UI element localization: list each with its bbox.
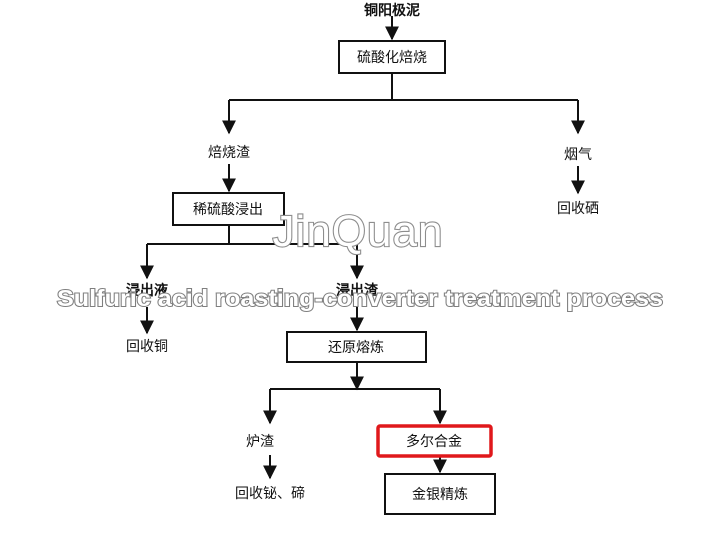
node-leach-residue: 浸出渣	[336, 282, 379, 299]
connectors	[140, 16, 585, 480]
node-dore-alloy: 多尔合金	[406, 433, 462, 450]
node-au-ag-refining: 金银精炼	[412, 487, 468, 503]
box-au-ag-refining	[384, 473, 496, 515]
node-recover-bi-te: 回收铋、碲	[235, 485, 305, 502]
box-dilute-acid-leach	[172, 192, 285, 226]
node-dilute-acid-leach: 稀硫酸浸出	[193, 202, 263, 218]
node-furnace-slag: 炉渣	[246, 434, 274, 450]
node-anode-slime: 铜阳极泥	[364, 2, 420, 19]
node-flue-gas: 烟气	[564, 147, 592, 163]
node-recover-selenium: 回收硒	[557, 201, 599, 217]
watermark-brand: JinQuan	[273, 207, 444, 256]
node-reduction-smelting: 还原熔炼	[328, 340, 384, 356]
box-sulfation-roasting	[338, 40, 446, 74]
node-recover-copper: 回收铜	[126, 339, 168, 355]
watermark-caption: Sulfuric acid roasting-converter treatme…	[57, 285, 663, 311]
node-sulfation-roasting: 硫酸化焙烧	[357, 50, 427, 66]
box-dore-alloy	[376, 424, 493, 458]
box-reduction-smelting	[286, 331, 427, 363]
node-roasting-residue: 焙烧渣	[208, 145, 250, 161]
node-leach-solution: 浸出液	[126, 282, 169, 299]
